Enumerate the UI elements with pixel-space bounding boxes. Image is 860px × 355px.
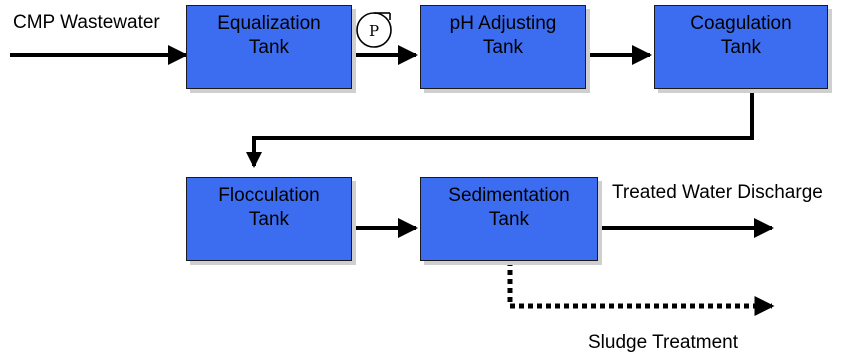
coagulation-tank-line1: Coagulation xyxy=(690,13,792,34)
equalization-tank-box: Equalization Tank xyxy=(186,5,352,89)
sludge-treatment-label: Sludge Treatment xyxy=(588,332,738,353)
equalization-tank-line2: Tank xyxy=(248,37,290,58)
sedimentation-tank-line1: Sedimentation xyxy=(448,185,570,206)
coagulation-tank-box: Coagulation Tank xyxy=(654,5,828,89)
sedimentation-tank-box: Sedimentation Tank xyxy=(420,177,598,261)
coagulation-tank-line2: Tank xyxy=(720,37,762,58)
input-label: CMP Wastewater xyxy=(13,12,160,33)
flocculation-tank-box: Flocculation Tank xyxy=(186,177,352,261)
flocculation-tank-line2: Tank xyxy=(248,209,290,230)
pump-icon: P xyxy=(356,12,392,48)
treated-water-label: Treated Water Discharge xyxy=(612,182,823,203)
equalization-tank-line1: Equalization xyxy=(217,13,321,34)
ph-adjusting-tank-line2: Tank xyxy=(482,37,524,58)
ph-adjusting-tank-box: pH Adjusting Tank xyxy=(420,5,586,89)
flocculation-tank-line1: Flocculation xyxy=(218,185,320,206)
ph-adjusting-tank-line1: pH Adjusting xyxy=(449,13,557,34)
pump-symbol-label: P xyxy=(369,22,379,40)
sedimentation-tank-line2: Tank xyxy=(488,209,530,230)
arrow-sludge-treatment xyxy=(507,261,775,316)
arrow-coagulation-to-flocculation xyxy=(246,89,754,168)
